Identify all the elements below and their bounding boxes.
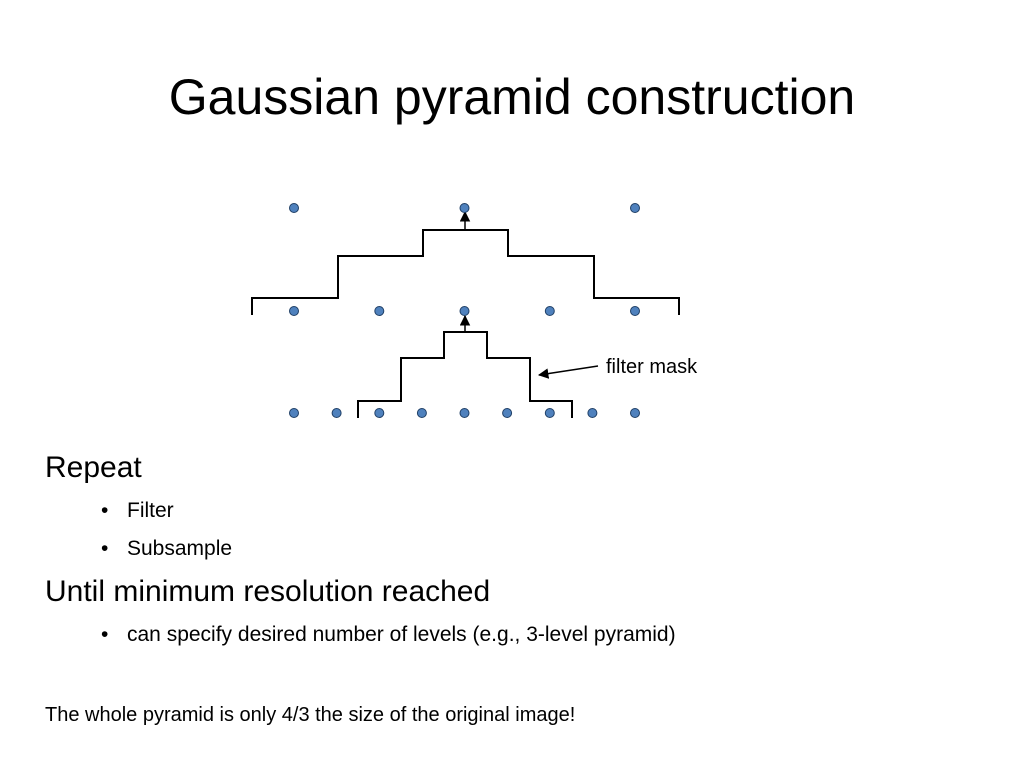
footnote: The whole pyramid is only 4/3 the size o… xyxy=(45,704,576,726)
until-heading: Until minimum resolution reached xyxy=(45,575,491,608)
bottom-level-sample-dot xyxy=(374,408,385,418)
bullet-text: can specify desired number of levels (e.… xyxy=(127,623,676,646)
bullet-item-levels: • can specify desired number of levels (… xyxy=(101,616,985,654)
bullet-item-subsample: • Subsample xyxy=(101,530,985,568)
repeat-bullet-list: • Filter • Subsample xyxy=(45,492,985,568)
bullet-text: Filter xyxy=(127,499,174,522)
sample-dots xyxy=(289,203,640,418)
bullet-glyph: • xyxy=(101,499,109,522)
top-level-sample-dot xyxy=(459,203,470,213)
repeat-heading: Repeat xyxy=(45,451,142,484)
bottom-level-sample-dot xyxy=(289,408,299,418)
bullet-glyph: • xyxy=(101,537,109,560)
until-bullet-list: • can specify desired number of levels (… xyxy=(45,616,985,654)
bottom-level-sample-dot xyxy=(331,408,342,418)
bottom-level-sample-dot xyxy=(416,408,427,418)
top-level-sample-dot xyxy=(630,203,640,213)
pyramid-diagram: filter mask xyxy=(251,203,698,418)
bullet-glyph: • xyxy=(101,623,109,646)
bottom-level-sample-dot xyxy=(630,408,640,418)
middle-level-sample-dot xyxy=(459,306,470,316)
slide-title: Gaussian pyramid construction xyxy=(168,69,856,125)
bullet-item-filter: • Filter xyxy=(101,492,985,530)
bottom-level-sample-dot xyxy=(544,408,555,418)
bullet-text: Subsample xyxy=(127,537,233,560)
top-level-sample-dot xyxy=(289,203,299,213)
filter-mask-label: filter mask xyxy=(606,356,698,378)
bottom-level-sample-dot xyxy=(459,408,470,418)
bottom-level-sample-dot xyxy=(502,408,513,418)
middle-level-sample-dot xyxy=(544,306,555,316)
filter-mask-pointer-arrow xyxy=(537,365,599,379)
middle-level-sample-dot xyxy=(289,306,299,316)
middle-level-sample-dot xyxy=(374,306,385,316)
bottom-level-sample-dot xyxy=(587,408,598,418)
slide-body: Repeat • Filter • Subsample Until minimu… xyxy=(45,448,985,658)
middle-level-sample-dot xyxy=(630,306,640,316)
upper-filter-mask xyxy=(251,229,680,315)
